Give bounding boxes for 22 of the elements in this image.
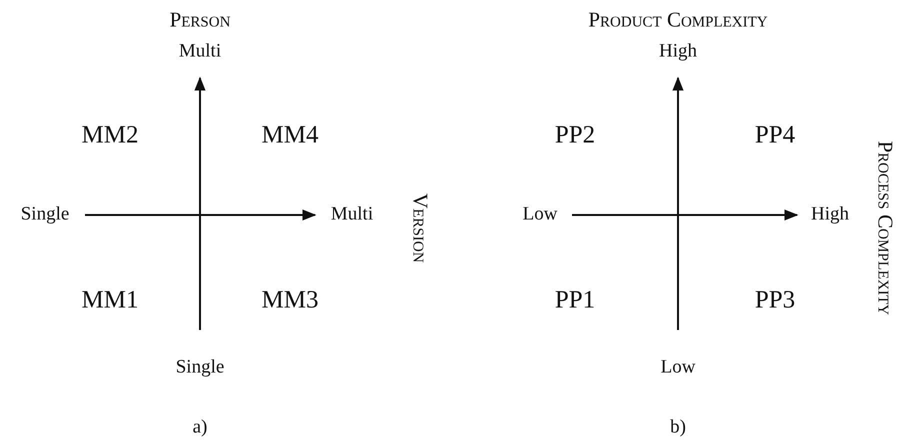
quadrant-label: PP3 (754, 286, 796, 314)
panel-label: a) (192, 418, 208, 438)
axis-title: Person (170, 8, 230, 32)
quadrant-label: PP2 (554, 121, 596, 149)
axis-end-label: Low (660, 358, 696, 378)
quadrant-label: MM2 (82, 121, 138, 149)
axis-title: Process Complexity (873, 140, 897, 316)
axis-end-label: High (659, 42, 697, 62)
quadrant-label: MM4 (262, 121, 318, 149)
quadrant-label: MM1 (82, 286, 138, 314)
axis-end-label: High (811, 204, 849, 226)
axis-end-label: Multi (330, 204, 374, 226)
axis-end-label: Multi (178, 42, 222, 62)
quadrant-label: PP1 (554, 286, 596, 314)
axis-end-label: Single (176, 358, 224, 378)
axis-end-label: Low (522, 204, 558, 226)
axis-end-label: Single (20, 204, 70, 226)
axis-title: Product Complexity (588, 8, 768, 32)
panel-label: b) (670, 418, 686, 438)
quadrant-label: PP4 (754, 121, 796, 149)
quadrant-label: MM3 (262, 286, 318, 314)
axis-title: Version (408, 193, 432, 263)
